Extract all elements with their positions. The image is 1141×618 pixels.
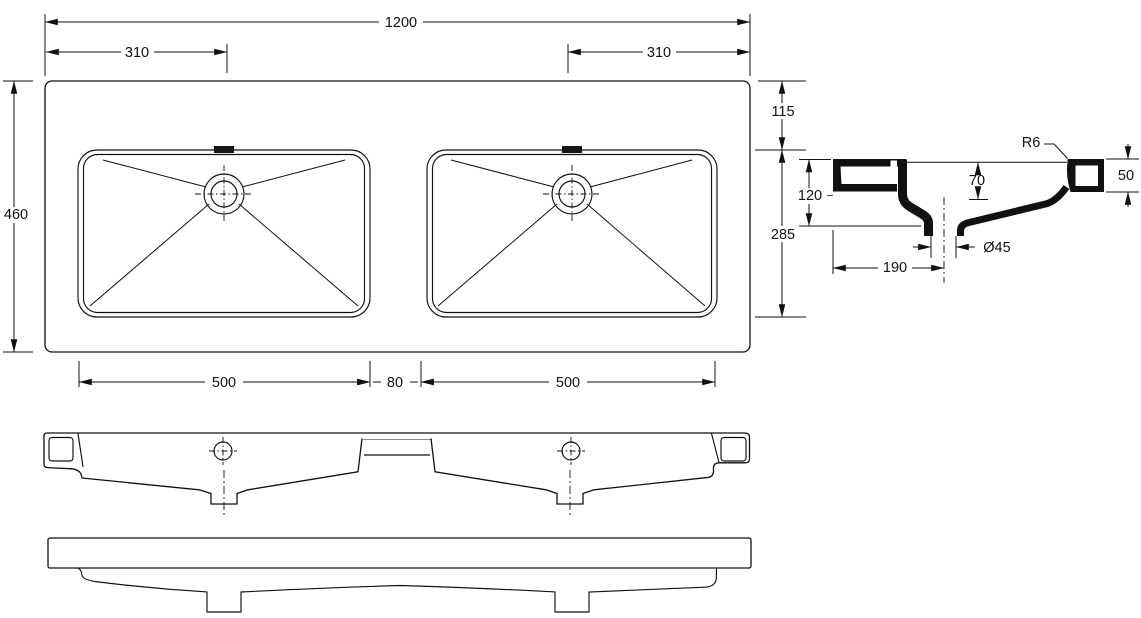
dim-label-80: 80 <box>387 375 403 391</box>
plan-outer-rim <box>44 80 751 353</box>
plan-view <box>44 80 751 353</box>
end-wall-edge-left <box>77 433 84 468</box>
dimension-bowl-depth-front: 70 <box>969 162 988 200</box>
dim-label-d45: Ø45 <box>983 240 1010 256</box>
section-dimensions: R6 50 70 120 <box>793 135 1139 276</box>
dimension-overall-depth: 460 <box>0 80 33 353</box>
front-section-underside-left <box>81 438 363 505</box>
bowl-right-inner-edge <box>431 153 713 314</box>
dimension-corner-radius: R6 <box>1022 135 1068 159</box>
front-elevation-view <box>47 537 752 613</box>
front-section-outline-right <box>743 432 751 464</box>
dimension-rim-to-bowl: 115 <box>755 80 806 151</box>
dim-label-120: 120 <box>798 188 822 204</box>
elevation-underside <box>77 567 718 613</box>
apron-band <box>47 537 752 569</box>
bowl-left-inner-edge <box>82 153 366 314</box>
dimension-bowl-depth: 285 <box>755 149 806 318</box>
front-section-view <box>43 432 751 516</box>
dim-label-310-left: 310 <box>125 45 149 61</box>
dim-label-500-right: 500 <box>556 375 580 391</box>
plan-dimensions: 1200 310 310 460 1 <box>0 14 806 391</box>
section-faucet-hole <box>890 160 897 184</box>
rim-cavity-right <box>720 436 747 462</box>
dimension-left-drain-offset: 310 <box>45 44 228 73</box>
drain-right <box>543 165 601 223</box>
dim-label-310-right: 310 <box>647 45 671 61</box>
dim-label-500-left: 500 <box>212 375 236 391</box>
dim-label-190: 190 <box>883 260 907 276</box>
end-wall-edge-right <box>710 433 720 463</box>
dimension-overall-width: 1200 <box>44 14 751 76</box>
dimension-bowl-depth-back: 120 <box>793 159 921 227</box>
dimension-apron-height: 50 <box>1106 144 1139 207</box>
dim-label-115: 115 <box>771 104 794 120</box>
bowl-left-outer-edge <box>77 149 371 318</box>
faucet-hole-left <box>214 146 234 153</box>
section-back-wall <box>898 159 933 236</box>
overflow-left <box>209 437 237 465</box>
front-section-underside-right <box>430 438 745 505</box>
dim-label-285: 285 <box>771 227 795 243</box>
drain-left <box>195 165 253 223</box>
dim-label-50: 50 <box>1118 168 1134 184</box>
dimension-right-drain-offset: 310 <box>567 44 751 73</box>
section-view <box>819 159 1104 283</box>
plan-bowl-left <box>77 146 371 318</box>
dim-label-70: 70 <box>969 173 985 189</box>
front-section-outline-left <box>43 432 744 479</box>
section-front-rim <box>1066 159 1104 192</box>
dim-label-460: 460 <box>4 207 28 223</box>
overflow-right <box>557 437 585 465</box>
section-bowl-bottom <box>957 184 1070 236</box>
dimension-back-to-drain: 190 <box>832 230 945 276</box>
dim-label-r6: R6 <box>1022 135 1041 151</box>
bowl-left-slope-lines <box>89 159 359 307</box>
plan-bowl-right <box>426 146 718 318</box>
dimension-bowl-widths: 500 80 500 <box>78 361 716 391</box>
dim-label-1200: 1200 <box>385 15 417 31</box>
dimension-drain-diameter: Ø45 <box>913 236 1011 258</box>
faucet-hole-right <box>562 146 582 153</box>
bowl-right-outer-edge <box>426 149 718 318</box>
bowl-right-slope-lines <box>437 159 706 307</box>
rim-cavity-left <box>48 436 74 462</box>
